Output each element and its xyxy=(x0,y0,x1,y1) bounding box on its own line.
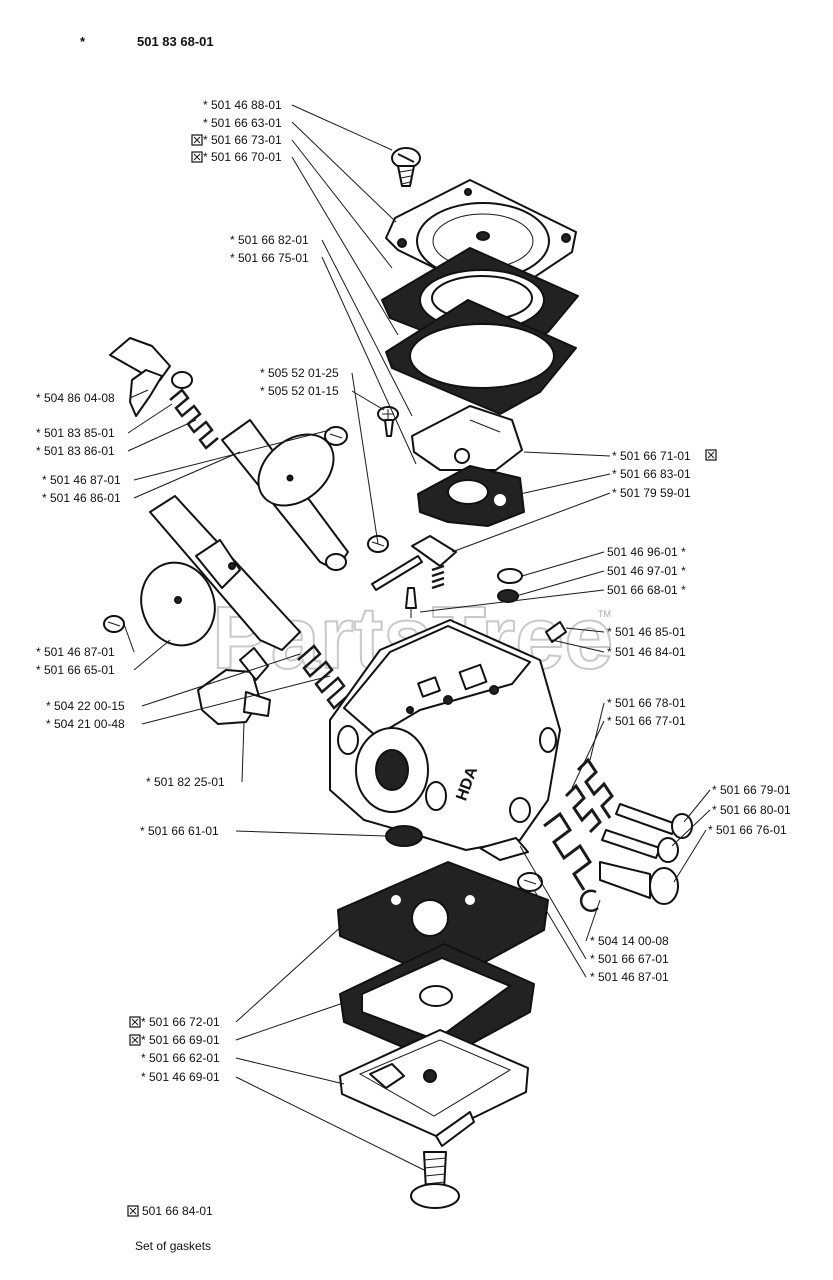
plate-screw xyxy=(377,406,399,437)
callout-label[interactable]: * 505 52 01-15 xyxy=(260,384,339,398)
callout-label[interactable]: * 501 46 87-01 xyxy=(590,970,669,984)
header-part-number: 501 83 68-01 xyxy=(137,34,214,49)
metering-gasket xyxy=(417,465,525,527)
kit-marker-icon xyxy=(129,1016,141,1028)
header-marker: * xyxy=(80,34,86,49)
fuel-screen xyxy=(385,825,423,847)
callout-label[interactable]: * 501 46 87-01 xyxy=(42,473,121,487)
kit-marker-icon xyxy=(127,1205,139,1217)
bottom-diaphragm xyxy=(337,861,549,983)
throttle-spring xyxy=(297,644,351,710)
callout-labels: * 501 46 88-01 * 501 66 63-01 * 501 66 7… xyxy=(36,98,791,1084)
callout-label[interactable]: * 501 66 72-01 xyxy=(141,1015,220,1029)
lever-plate xyxy=(411,405,523,471)
callout-label[interactable]: * 504 22 00-15 xyxy=(46,699,125,713)
kit-marker-icon xyxy=(129,1034,141,1046)
lever-pin xyxy=(371,555,423,591)
callout-label[interactable]: * 501 46 84-01 xyxy=(607,645,686,659)
callout-label[interactable]: * 501 66 79-01 xyxy=(712,783,791,797)
callout-label[interactable]: * 504 14 00-08 xyxy=(590,934,669,948)
callout-label[interactable]: * 501 83 85-01 xyxy=(36,426,115,440)
throttle-shaft xyxy=(149,495,301,651)
choke-valve-screw xyxy=(324,426,348,446)
callout-label[interactable]: * 501 66 70-01 xyxy=(203,150,282,164)
fuel-inlet-elbow xyxy=(197,647,271,725)
footer-kit-description: Set of gaskets xyxy=(135,1239,211,1253)
choke-spring xyxy=(169,388,219,450)
throttle-valve-screw xyxy=(103,615,125,633)
callout-label[interactable]: * 501 66 73-01 xyxy=(203,133,282,147)
callout-label[interactable]: * 501 79 59-01 xyxy=(612,486,691,500)
callout-label[interactable]: * 501 46 87-01 xyxy=(36,645,115,659)
parts: HDA xyxy=(103,147,693,1209)
throttle-valve xyxy=(140,561,216,647)
callout-label[interactable]: * 501 66 80-01 xyxy=(712,803,791,817)
callout-label[interactable]: * 501 46 85-01 xyxy=(607,625,686,639)
callout-label[interactable]: * 501 66 71-01 xyxy=(612,449,691,463)
kit-marker-icon xyxy=(705,449,717,461)
callout-label[interactable]: * 501 66 75-01 xyxy=(230,251,309,265)
callout-label[interactable]: * 501 46 88-01 xyxy=(203,98,282,112)
callout-label[interactable]: * 501 66 69-01 xyxy=(141,1033,220,1047)
throttle-clip xyxy=(479,837,529,861)
inlet-needle xyxy=(405,587,417,618)
callout-label[interactable]: * 501 66 77-01 xyxy=(607,714,686,728)
callout-label[interactable]: * 501 66 65-01 xyxy=(36,663,115,677)
throttle-stop-screw xyxy=(517,872,543,892)
small-plug xyxy=(545,621,567,643)
callout-label[interactable]: * 501 66 61-01 xyxy=(140,824,219,838)
ring-clip xyxy=(497,568,523,584)
pump-diaphragm xyxy=(385,299,577,415)
bottom-gasket xyxy=(339,943,535,1063)
kit-marker-icon xyxy=(191,151,203,163)
leader-lines xyxy=(123,104,711,1171)
check-valve xyxy=(497,589,519,603)
top-screw xyxy=(391,147,421,187)
callout-label[interactable]: * 504 86 04-08 xyxy=(36,391,115,405)
callout-label[interactable]: * 501 46 86-01 xyxy=(42,491,121,505)
callout-label[interactable]: 501 46 96-01 * xyxy=(607,545,686,559)
carburetor-body: HDA xyxy=(329,619,561,851)
choke-valve xyxy=(257,433,335,507)
bottom-screw xyxy=(410,1151,460,1209)
callout-label[interactable]: * 501 66 83-01 xyxy=(612,467,691,481)
high-speed-needle xyxy=(615,803,693,839)
e-clip xyxy=(579,889,599,912)
callout-label[interactable]: * 501 66 63-01 xyxy=(203,116,282,130)
callout-label[interactable]: 501 66 68-01 * xyxy=(607,583,686,597)
choke-lever xyxy=(109,337,193,417)
callout-label[interactable]: * 501 46 69-01 xyxy=(141,1070,220,1084)
watermark-tm: TM xyxy=(598,609,611,619)
callout-label[interactable]: * 501 66 62-01 xyxy=(141,1051,220,1065)
callout-label[interactable]: 501 46 97-01 * xyxy=(607,564,686,578)
callout-label[interactable]: * 504 21 00-48 xyxy=(46,717,125,731)
low-speed-needle xyxy=(601,829,679,863)
kit-marker-icon xyxy=(191,134,203,146)
adjusting-springs xyxy=(543,757,614,891)
callout-label[interactable]: * 505 52 01-25 xyxy=(260,366,339,380)
metering-lever xyxy=(411,535,457,567)
idle-screw xyxy=(599,861,679,905)
callout-label[interactable]: * 501 82 25-01 xyxy=(146,775,225,789)
callout-label[interactable]: * 501 66 67-01 xyxy=(590,952,669,966)
bottom-cover xyxy=(339,1029,529,1147)
metering-spring xyxy=(431,564,445,590)
callout-label[interactable]: * 501 66 78-01 xyxy=(607,696,686,710)
callout-label[interactable]: * 501 83 86-01 xyxy=(36,444,115,458)
callout-label[interactable]: * 501 66 82-01 xyxy=(230,233,309,247)
callout-label[interactable]: * 501 66 76-01 xyxy=(708,823,787,837)
footer-kit-part-number[interactable]: 501 66 84-01 xyxy=(142,1204,213,1218)
